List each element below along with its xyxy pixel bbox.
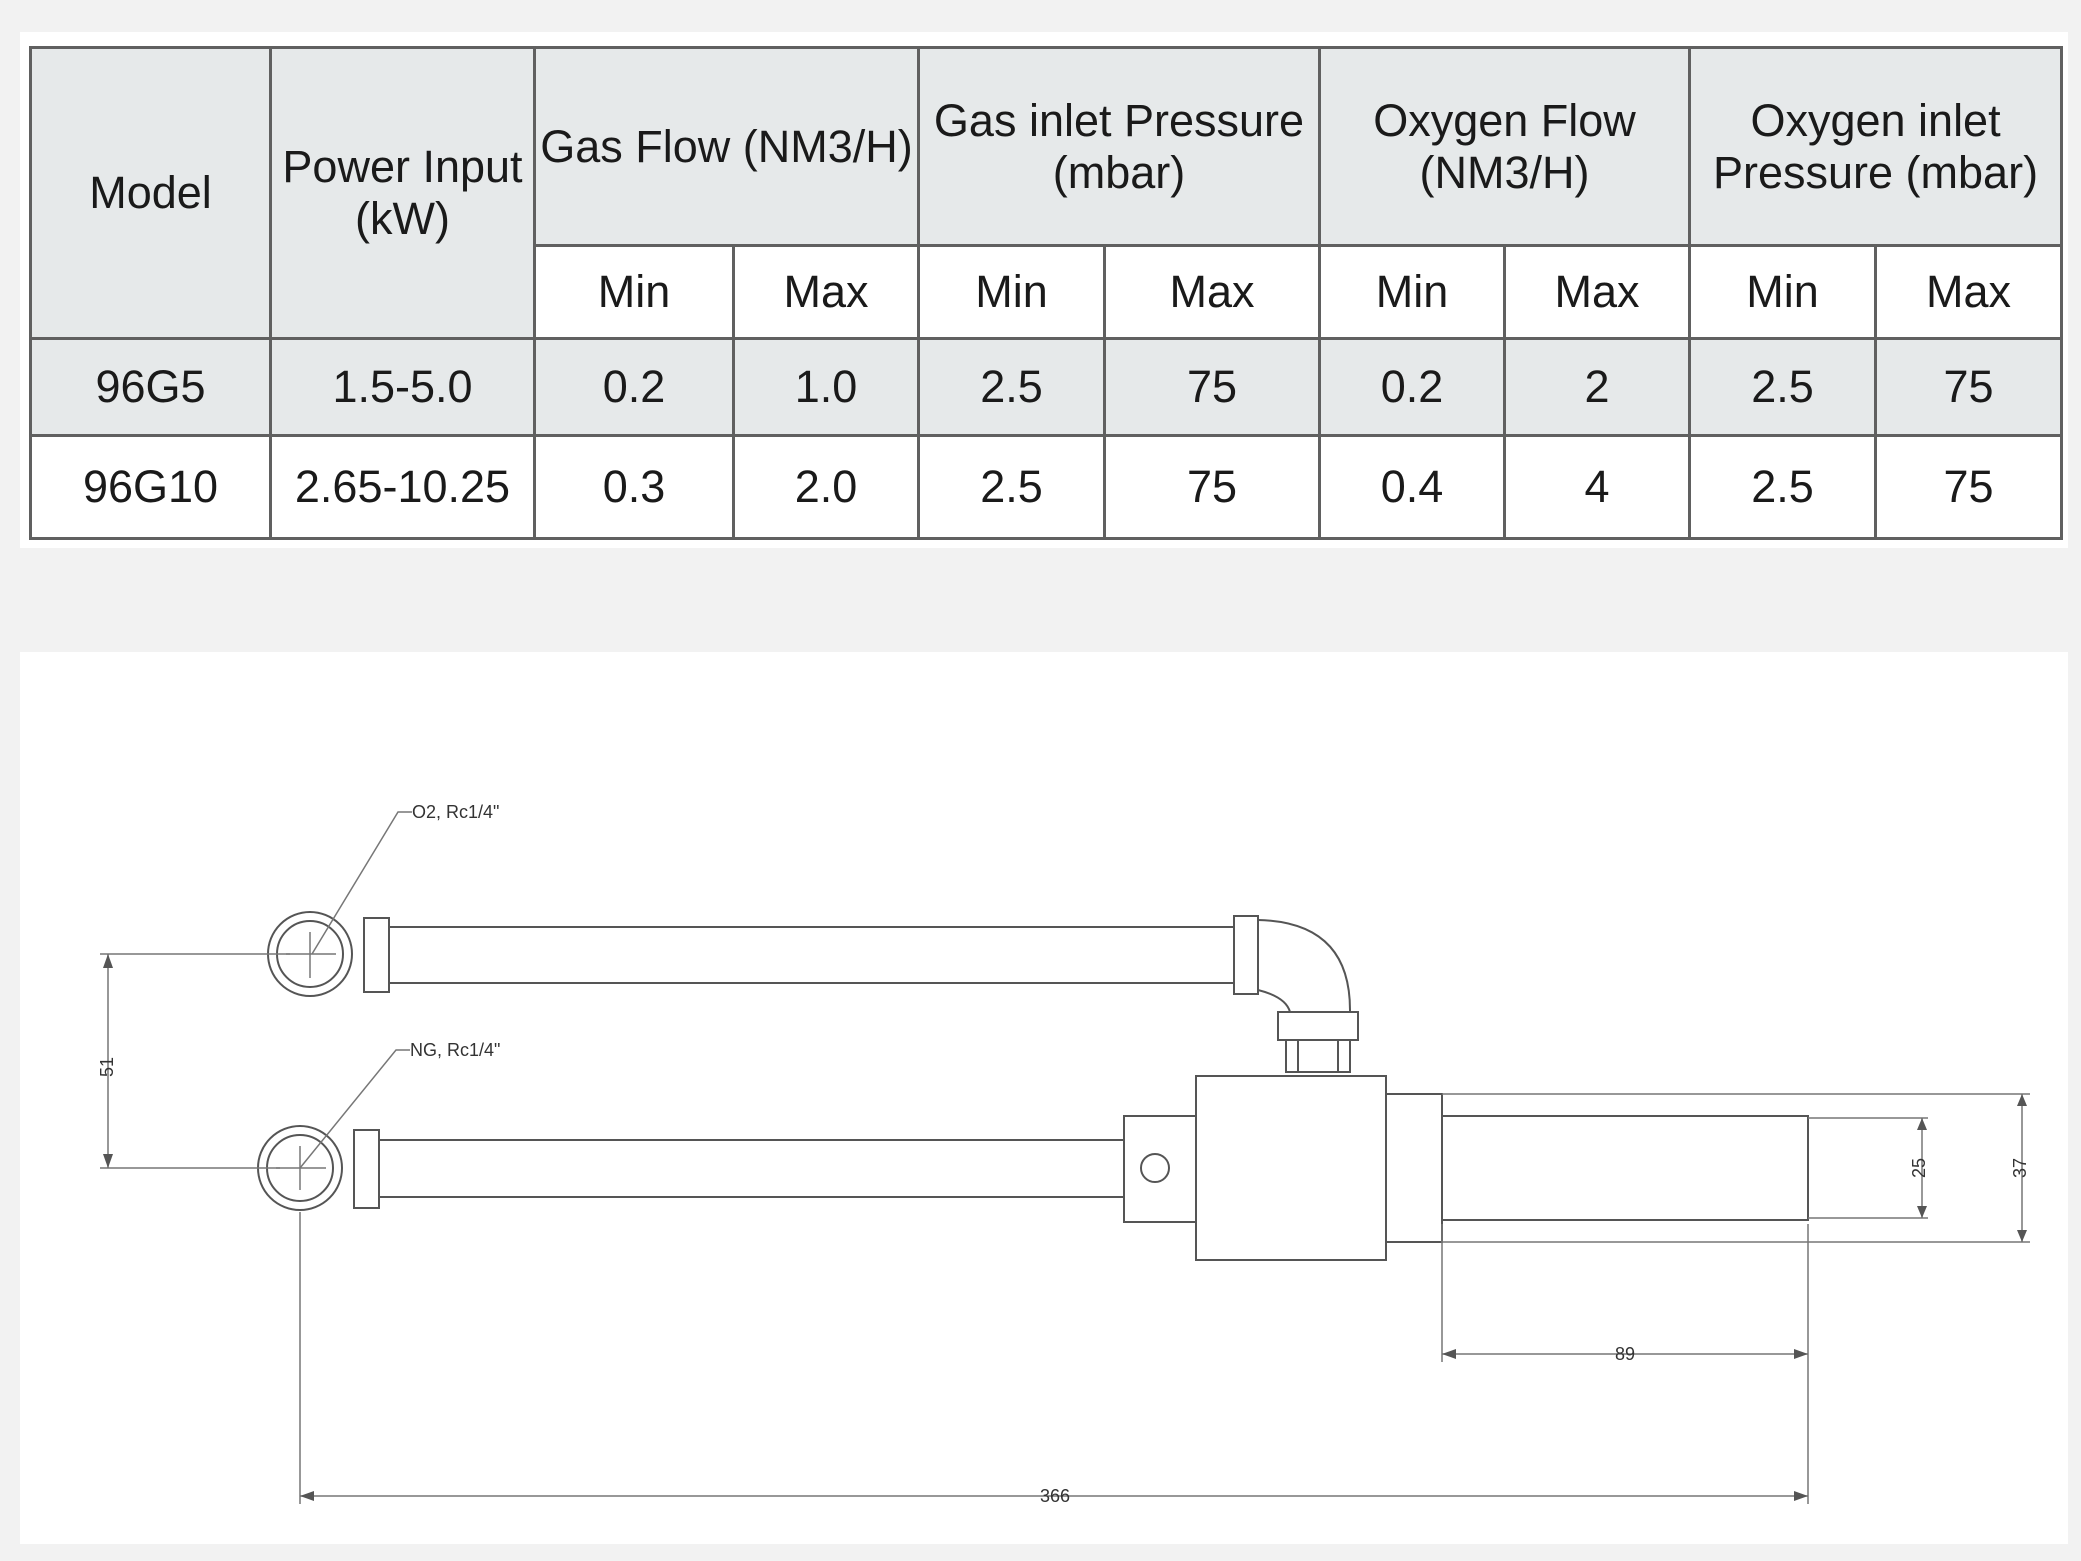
cell-gas-flow-min: 0.2 xyxy=(533,337,735,437)
cell-oxygen-flow-max: 2 xyxy=(1502,337,1692,437)
header-gas-pressure-min: Min xyxy=(917,244,1106,340)
header-oxygen-flow-min: Min xyxy=(1318,244,1506,340)
dimension-nozzle-length: 89 xyxy=(1615,1344,1635,1364)
cell-gas-pressure-min: 2.5 xyxy=(917,434,1106,540)
header-oxygen-flow: Oxygen Flow (NM3/H) xyxy=(1317,46,1692,247)
cell-gas-flow-min: 0.3 xyxy=(533,434,735,540)
dimension-port-spacing: 51 xyxy=(97,1057,117,1077)
dimension-overall-length: 366 xyxy=(1040,1486,1070,1506)
cell-gas-pressure-min: 2.5 xyxy=(917,337,1106,437)
header-gas-pressure-max: Max xyxy=(1103,244,1321,340)
header-oxygen-inlet-pressure: Oxygen inlet Pressure (mbar) xyxy=(1688,46,2064,247)
burner-nozzle xyxy=(1441,1115,1809,1221)
table-row: 96G10 2.65-10.25 0.3 2.0 2.5 75 0.4 4 2.… xyxy=(29,434,2064,540)
cell-oxygen-flow-max: 4 xyxy=(1502,434,1692,540)
cell-gas-flow-max: 1.0 xyxy=(732,337,920,437)
ng-pipe xyxy=(379,1115,1197,1223)
cell-oxygen-pressure-max: 75 xyxy=(1874,434,2064,540)
spec-table: Model Power Input (kW) Gas Flow (NM3/H) … xyxy=(29,46,2064,540)
cell-model: 96G10 xyxy=(29,434,272,540)
cell-gas-pressure-max: 75 xyxy=(1103,337,1321,437)
header-power-input: Power Input (kW) xyxy=(269,46,536,340)
cell-oxygen-pressure-min: 2.5 xyxy=(1688,337,1878,437)
table-row: 96G5 1.5-5.0 0.2 1.0 2.5 75 0.2 2 2.5 75 xyxy=(29,337,2064,437)
header-oxygen-flow-max: Max xyxy=(1502,244,1692,340)
header-gas-inlet-pressure: Gas inlet Pressure (mbar) xyxy=(917,46,1321,247)
header-oxygen-pressure-max: Max xyxy=(1874,244,2064,340)
header-gas-flow: Gas Flow (NM3/H) xyxy=(533,46,920,247)
cell-oxygen-pressure-min: 2.5 xyxy=(1688,434,1878,540)
cell-oxygen-flow-min: 0.2 xyxy=(1318,337,1506,437)
technical-drawing-panel: O2, Rc1/4" NG, Rc1/4" 51 25 37 89 366 xyxy=(20,652,2068,1544)
dimension-nozzle-diameter: 25 xyxy=(1909,1158,1929,1178)
cell-power-input: 1.5-5.0 xyxy=(269,337,536,437)
o2-port-callout: O2, Rc1/4" xyxy=(412,802,499,822)
header-model: Model xyxy=(29,46,272,340)
cell-gas-flow-max: 2.0 xyxy=(732,434,920,540)
header-gas-flow-max: Max xyxy=(732,244,920,340)
burner-body xyxy=(1195,1075,1443,1261)
dimension-body-diameter: 37 xyxy=(2010,1158,2030,1178)
header-gas-flow-min: Min xyxy=(533,244,735,340)
spec-table-panel: Model Power Input (kW) Gas Flow (NM3/H) … xyxy=(20,32,2068,548)
cell-oxygen-pressure-max: 75 xyxy=(1874,337,2064,437)
cell-oxygen-flow-min: 0.4 xyxy=(1318,434,1506,540)
burner-technical-drawing: O2, Rc1/4" NG, Rc1/4" 51 25 37 89 366 xyxy=(97,802,2030,1506)
cell-power-input: 2.65-10.25 xyxy=(269,434,536,540)
ng-port-callout: NG, Rc1/4" xyxy=(410,1040,500,1060)
header-oxygen-pressure-min: Min xyxy=(1688,244,1878,340)
o2-pipe xyxy=(389,915,1359,1073)
cell-model: 96G5 xyxy=(29,337,272,437)
cell-gas-pressure-max: 75 xyxy=(1103,434,1321,540)
